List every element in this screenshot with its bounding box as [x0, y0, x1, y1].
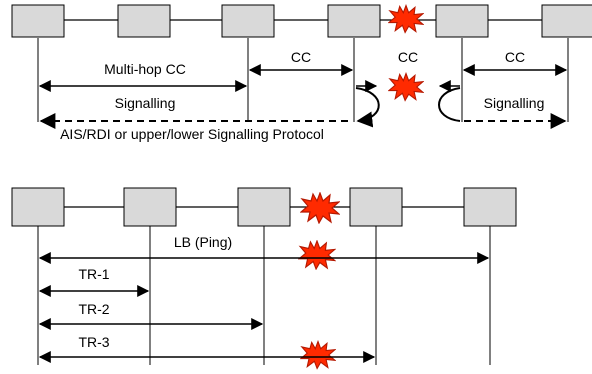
top-node-3 [221, 4, 275, 38]
fault-burst-icon [300, 192, 340, 224]
top-diagram: Multi-hop CC CC CC CC Signalling Signall… [11, 4, 592, 142]
top-node-1 [11, 4, 65, 38]
signalling-right-label: Signalling [484, 95, 545, 111]
bottom-diagram: LB (Ping) TR-1 TR-2 TR-3 [11, 187, 517, 370]
tr1-label: TR-1 [78, 266, 109, 282]
signalling-caption: AIS/RDI or upper/lower Signalling Protoc… [60, 126, 324, 142]
fault-burst-icon [298, 240, 336, 270]
bottom-node-2 [123, 187, 177, 227]
cc-right-label: CC [505, 49, 525, 65]
cc-center-label: CC [398, 49, 418, 65]
tr2-label: TR-2 [78, 301, 109, 317]
top-node-2 [117, 4, 171, 38]
bottom-node-1 [11, 187, 65, 227]
signalling-left-curve-arrow [355, 87, 380, 128]
bottom-node-3 [237, 187, 291, 227]
top-node-6 [541, 4, 592, 38]
multihop-cc-label: Multi-hop CC [104, 61, 186, 77]
top-node-5 [435, 4, 489, 38]
signalling-left-label: Signalling [115, 95, 176, 111]
lb-ping-label: LB (Ping) [174, 234, 232, 250]
top-node-4 [327, 4, 381, 38]
fault-burst-icon [388, 4, 424, 34]
bottom-node-4 [349, 187, 403, 227]
fault-burst-icon [388, 72, 424, 102]
bottom-drop-lines [37, 226, 491, 365]
fault-burst-icon [300, 340, 336, 370]
tr3-label: TR-3 [78, 334, 109, 350]
signalling-right-curve [438, 87, 461, 122]
bottom-node-5 [463, 187, 517, 227]
top-drop-lines [37, 38, 569, 122]
cc-mid-label: CC [291, 49, 311, 65]
